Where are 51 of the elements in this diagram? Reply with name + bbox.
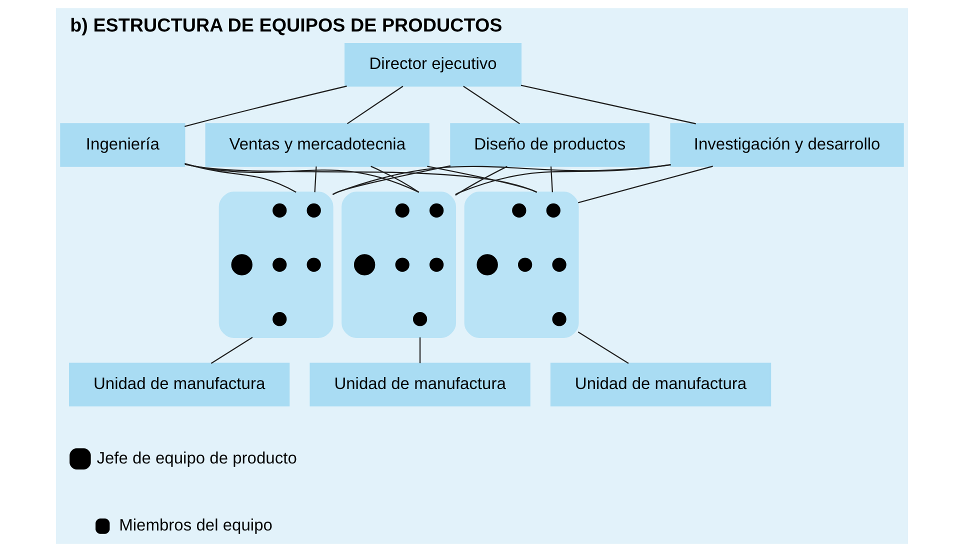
node-circle: [518, 258, 532, 272]
node-box: Unidad de manufactura: [309, 362, 530, 406]
connector: [550, 166, 553, 192]
diagram-title: b) ESTRUCTURA DE EQUIPOS DE PRODUCTOS: [70, 15, 502, 36]
node-box: Diseño de productos: [450, 123, 650, 167]
connector: [577, 332, 628, 364]
node-circle: [429, 258, 444, 272]
legend-label: Jefe de equipo de producto: [96, 448, 296, 468]
cluster: [341, 192, 456, 338]
connector: [426, 166, 537, 193]
node-box: Unidad de manufactura: [550, 362, 771, 406]
connector: [454, 164, 670, 195]
connector: [184, 164, 419, 193]
connector: [314, 166, 316, 192]
connector: [184, 164, 537, 193]
node-box: Ingeniería: [60, 123, 185, 167]
connector: [210, 336, 252, 364]
node-circle: [353, 254, 375, 276]
connector: [454, 166, 507, 196]
connector: [578, 166, 712, 204]
connector: [520, 84, 696, 124]
node-circle: [546, 203, 560, 218]
node-circle: [272, 203, 286, 218]
node-circle: [552, 258, 566, 272]
connector: [332, 165, 450, 196]
connector: [184, 86, 346, 127]
cluster: [218, 192, 333, 338]
node-circle: [429, 203, 444, 218]
node-circle: [394, 203, 409, 218]
connector: [418, 337, 420, 364]
node-circle: [412, 312, 427, 326]
node-box: Unidad de manufactura: [68, 362, 290, 406]
node-circle: [394, 258, 409, 272]
node-circle: [272, 312, 286, 326]
connector: [184, 163, 296, 193]
connector: [462, 86, 520, 124]
connector: [332, 164, 670, 195]
node-circle: [476, 254, 498, 276]
connector: [346, 86, 403, 124]
node-box: Ventas y mercadotecnia: [204, 123, 429, 167]
node-box: Director ejecutivo: [344, 42, 522, 87]
node-circle: [306, 203, 320, 218]
node-circle: [230, 254, 252, 276]
node-box: Investigación y desarrollo: [670, 123, 904, 167]
connector: [370, 166, 419, 193]
node-circle: [552, 312, 566, 326]
cluster: [464, 192, 578, 338]
legend-label: Miembros del equipo: [118, 516, 272, 535]
node-circle: [272, 258, 286, 272]
node-circle: [306, 258, 320, 272]
node-circle: [512, 203, 526, 218]
